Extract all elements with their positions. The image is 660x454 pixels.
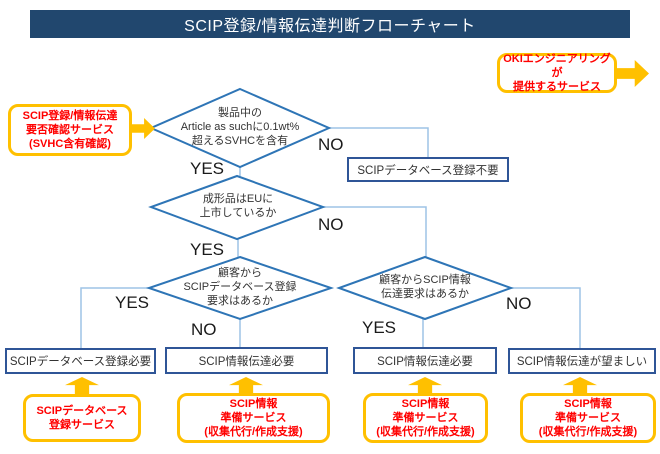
prep-service-line: 準備サービス	[220, 411, 287, 424]
no-label-scip-info: NO	[506, 294, 532, 313]
result-transmission-required-left: SCIP情報伝達必要	[165, 347, 328, 374]
diamond-svhc	[148, 87, 332, 169]
provider-callout: OKIエンジニアリングが 提供するサービス	[497, 53, 617, 93]
decision-line: 成形品はEUに	[202, 193, 274, 206]
no-label-scip-db: NO	[191, 320, 217, 339]
yes-label-eu: YES	[190, 240, 225, 259]
prep-service-box-2: SCIP情報 準備サービス (収集代行/作成支援)	[363, 393, 488, 443]
prep-service-line: (収集代行/作成支援)	[376, 426, 475, 439]
no-label-eu: NO	[318, 215, 344, 234]
check-service-line: SCIP登録/情報伝達	[22, 109, 118, 122]
yes-label-svhc: YES	[190, 159, 225, 178]
decision-line: 顧客からSCIP情報	[379, 274, 471, 287]
connector-d3-yes	[80, 287, 150, 348]
result-registration-required: SCIPデータベース登録必要	[5, 348, 156, 374]
provider-callout-line: 提供するサービス	[513, 81, 601, 94]
result-no-registration: SCIPデータベース登録不要	[347, 157, 509, 182]
diamond-scip-info	[336, 255, 514, 321]
check-service-line: 要否確認サービス	[26, 123, 114, 136]
connector-d4-no	[510, 287, 581, 348]
register-service-line: SCIPデータベース	[36, 404, 128, 417]
yes-label-scip-info: YES	[362, 318, 397, 337]
prep-service-box-1: SCIP情報 準備サービス (収集代行/作成支援)	[177, 393, 330, 443]
decision-line: 伝達要求はあるか	[381, 288, 469, 300]
diamond-scip-db	[145, 255, 335, 321]
prep-service-line: SCIP情報	[401, 397, 450, 410]
diamond-eu	[148, 174, 326, 241]
connector-d1-no	[328, 127, 429, 157]
prep-service-line: (収集代行/作成支援)	[538, 426, 638, 439]
prep-service-line: SCIP情報	[229, 397, 278, 410]
decision-scip-info-label: 顧客からSCIP情報 伝達要求はあるか	[345, 268, 505, 308]
decision-line: 製品中の	[218, 107, 262, 120]
check-service-callout: SCIP登録/情報伝達 要否確認サービス (SVHC含有確認)	[8, 104, 132, 156]
decision-line: SCIPデータベース登録	[183, 281, 297, 294]
prep-service-line: (収集代行/作成支援)	[204, 426, 303, 439]
decision-eu-label: 成形品はEUに 上市しているか	[160, 184, 316, 230]
result-transmission-required-right: SCIP情報伝達必要	[353, 347, 497, 374]
decision-line: 上市しているか	[199, 207, 277, 219]
connector-d2-no	[322, 206, 427, 257]
decision-svhc-label: 製品中の Article as suchに0.1wt% 超えるSVHCを含有	[155, 95, 325, 161]
register-service-box: SCIPデータベース 登録サービス	[23, 394, 141, 442]
prep-service-line: 準備サービス	[392, 411, 459, 424]
result-transmission-desirable: SCIP情報伝達が望ましい	[508, 348, 656, 374]
yes-label-scip-db: YES	[115, 293, 150, 312]
page-title: SCIP登録/情報伝達判断フローチャート	[30, 10, 630, 38]
decision-line: Article as suchに0.1wt%	[180, 121, 300, 134]
decision-diamonds	[145, 87, 514, 321]
prep-service-line: 準備サービス	[555, 411, 621, 424]
decision-scip-db-label: 顧客から SCIPデータベース登録 要求はあるか	[155, 264, 325, 312]
check-service-line: (SVHC含有確認)	[29, 138, 111, 151]
flow-connectors	[80, 127, 581, 348]
provider-callout-line: OKIエンジニアリングが	[503, 52, 611, 79]
decision-line: 顧客から	[218, 267, 262, 280]
decision-line: 要求はあるか	[207, 294, 273, 307]
register-service-line: 登録サービス	[49, 419, 115, 431]
prep-service-box-3: SCIP情報 準備サービス (収集代行/作成支援)	[520, 393, 656, 443]
prep-service-line: SCIP情報	[564, 397, 612, 410]
decision-line: 超えるSVHCを含有	[191, 134, 289, 147]
no-label-svhc: NO	[318, 135, 344, 154]
